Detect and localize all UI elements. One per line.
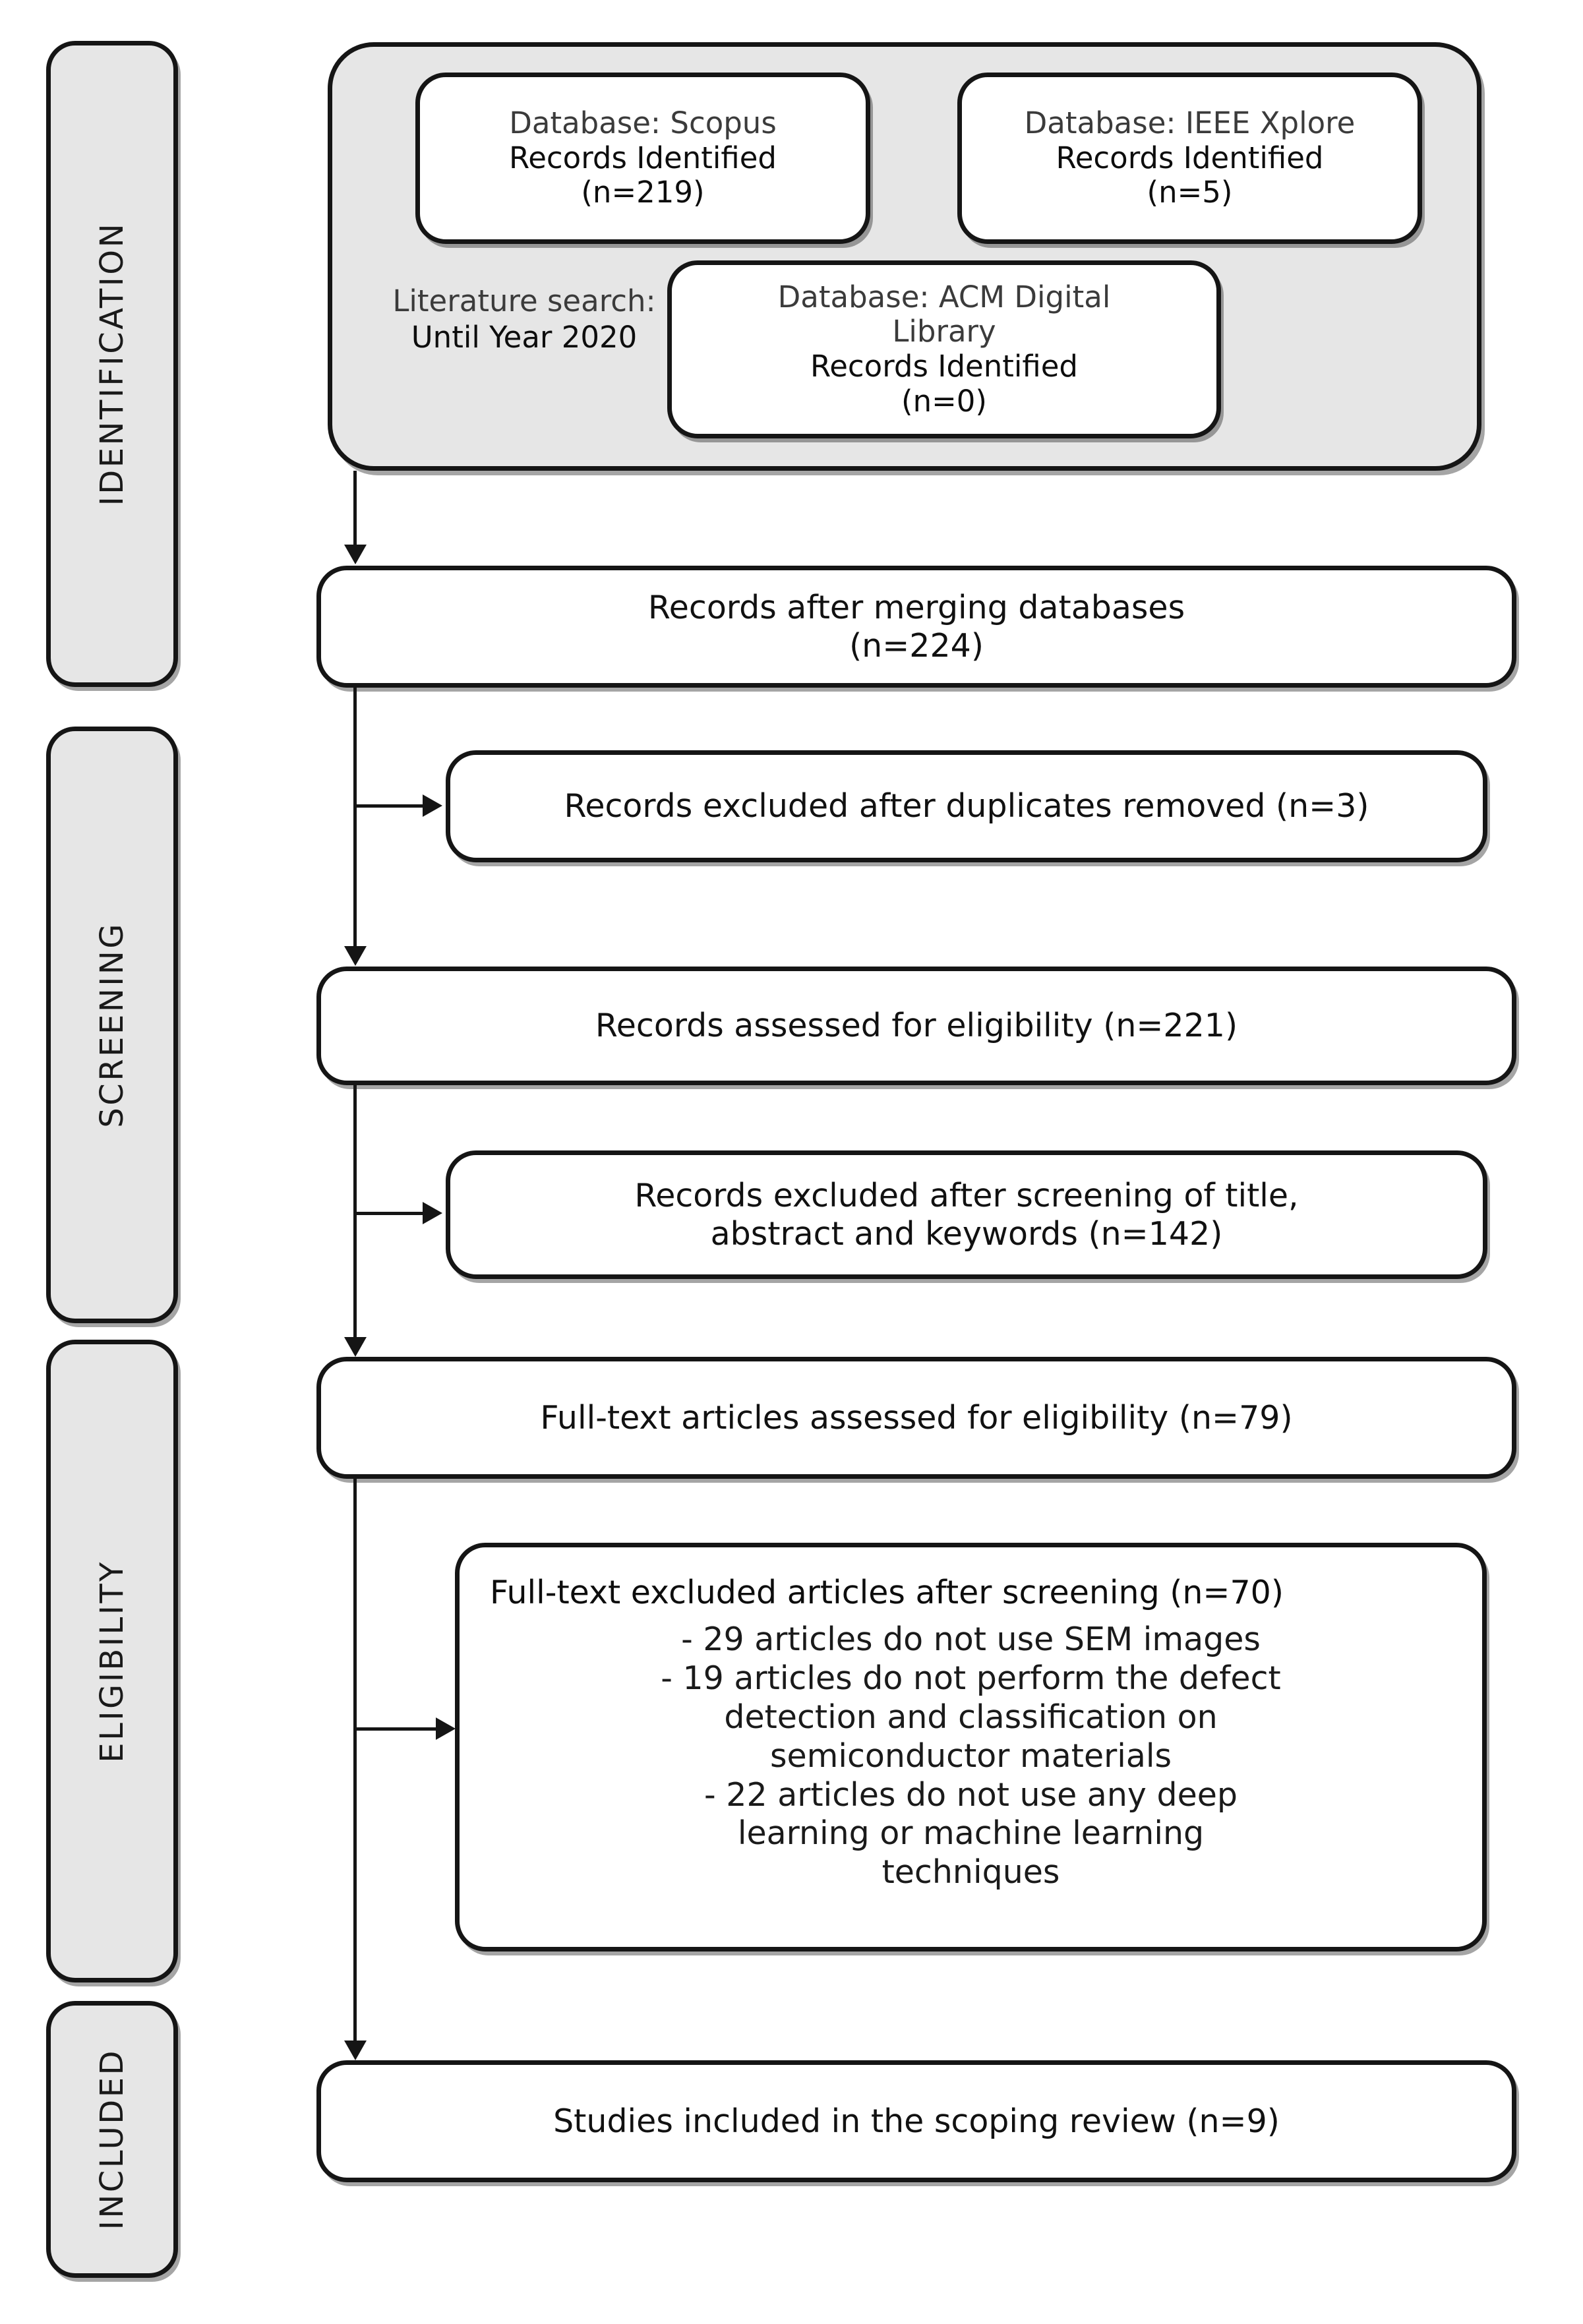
fulltext-excluded-reason: detection and classification on: [724, 1698, 1218, 1736]
screening-excluded-line1: Records excluded after screening of titl…: [634, 1177, 1299, 1215]
connector-identification-to-merged: [353, 471, 357, 550]
arrowhead-to-screening-excluded: [423, 1202, 442, 1224]
arrowhead-fulltext-to-included: [344, 2041, 367, 2060]
arrowhead-identification-to-merged: [344, 545, 367, 564]
connector-branch-to-duplicates: [353, 804, 423, 808]
database-box-ieee-xplore: Database: IEEE Xplore Records Identified…: [957, 73, 1422, 244]
arrowhead-assessed-to-fulltext: [344, 1337, 367, 1357]
studies-included-text: Studies included in the scoping review (…: [553, 2102, 1280, 2140]
stage-chip-screening: SCREENING: [46, 727, 178, 1323]
fulltext-excluded-reason: semiconductor materials: [769, 1737, 1172, 1775]
arrowhead-to-fulltext-excluded: [436, 1717, 456, 1740]
stage-label-included: INCLUDED: [94, 2048, 131, 2230]
connector-branch-to-screening-excluded: [353, 1212, 423, 1215]
scopus-database-label: Database: Scopus: [509, 105, 777, 141]
arrowhead-to-duplicates: [423, 794, 442, 817]
records-assessed-text: Records assessed for eligibility (n=221): [595, 1007, 1238, 1045]
fulltext-excluded-reason-list: - 29 articles do not use SEM images - 19…: [490, 1621, 1452, 1892]
fulltext-excluded-reason: - 22 articles do not use any deep: [704, 1775, 1238, 1814]
ieee-database-label: Database: IEEE Xplore: [1024, 105, 1356, 141]
ieee-records-label: Records Identified: [1056, 140, 1324, 175]
scopus-records-label: Records Identified: [508, 140, 777, 175]
stage-label-eligibility: ELIGIBILITY: [94, 1559, 131, 1763]
literature-search-label: Literature search:: [392, 283, 656, 318]
acm-database-label-line2: Library: [892, 314, 996, 349]
connector-branch-to-fulltext-excluded: [353, 1727, 436, 1731]
box-fulltext-assessed-eligibility: Full-text articles assessed for eligibil…: [316, 1357, 1516, 1479]
fulltext-excluded-reason: - 29 articles do not use SEM images: [681, 1621, 1261, 1659]
stage-chip-identification: IDENTIFICATION: [46, 41, 178, 687]
records-merged-count: (n=224): [849, 626, 984, 665]
fulltext-excluded-reason: techniques: [881, 1853, 1060, 1892]
stage-chip-eligibility: ELIGIBILITY: [46, 1340, 178, 1982]
box-records-after-merging: Records after merging databases (n=224): [316, 566, 1516, 688]
fulltext-excluded-title: Full-text excluded articles after screen…: [490, 1574, 1284, 1611]
box-studies-included: Studies included in the scoping review (…: [316, 2060, 1516, 2182]
fulltext-assessed-text: Full-text articles assessed for eligibil…: [540, 1398, 1293, 1437]
database-box-scopus: Database: Scopus Records Identified (n=2…: [415, 73, 870, 244]
box-records-excluded-duplicates: Records excluded after duplicates remove…: [446, 750, 1487, 862]
fulltext-excluded-reason: - 19 articles do not perform the defect: [661, 1659, 1281, 1698]
duplicates-excluded-text: Records excluded after duplicates remove…: [564, 787, 1369, 825]
screening-excluded-line2: abstract and keywords (n=142): [710, 1214, 1223, 1253]
acm-records-label: Records Identified: [810, 349, 1078, 384]
box-records-excluded-screening: Records excluded after screening of titl…: [446, 1150, 1487, 1279]
stage-chip-included: INCLUDED: [46, 2001, 178, 2278]
arrowhead-merged-to-assessed: [344, 946, 367, 966]
fulltext-excluded-reason: learning or machine learning: [737, 1814, 1205, 1853]
ieee-count: (n=5): [1147, 175, 1233, 210]
box-fulltext-excluded-articles: Full-text excluded articles after screen…: [455, 1543, 1487, 1952]
literature-search-value: Until Year 2020: [411, 319, 638, 355]
literature-search-note: Literature search: Until Year 2020: [386, 283, 663, 356]
scopus-count: (n=219): [581, 175, 705, 210]
acm-count: (n=0): [901, 383, 987, 419]
stage-label-identification: IDENTIFICATION: [94, 222, 131, 506]
database-box-acm-digital-library: Database: ACM Digital Library Records Id…: [667, 260, 1221, 438]
acm-database-label: Database: ACM Digital: [777, 279, 1111, 314]
connector-merged-trunk: [353, 688, 357, 951]
stage-label-screening: SCREENING: [94, 922, 131, 1128]
connector-fulltext-trunk: [353, 1479, 357, 2046]
records-merged-line1: Records after merging databases: [647, 589, 1185, 627]
box-records-assessed-eligibility: Records assessed for eligibility (n=221): [316, 967, 1516, 1085]
